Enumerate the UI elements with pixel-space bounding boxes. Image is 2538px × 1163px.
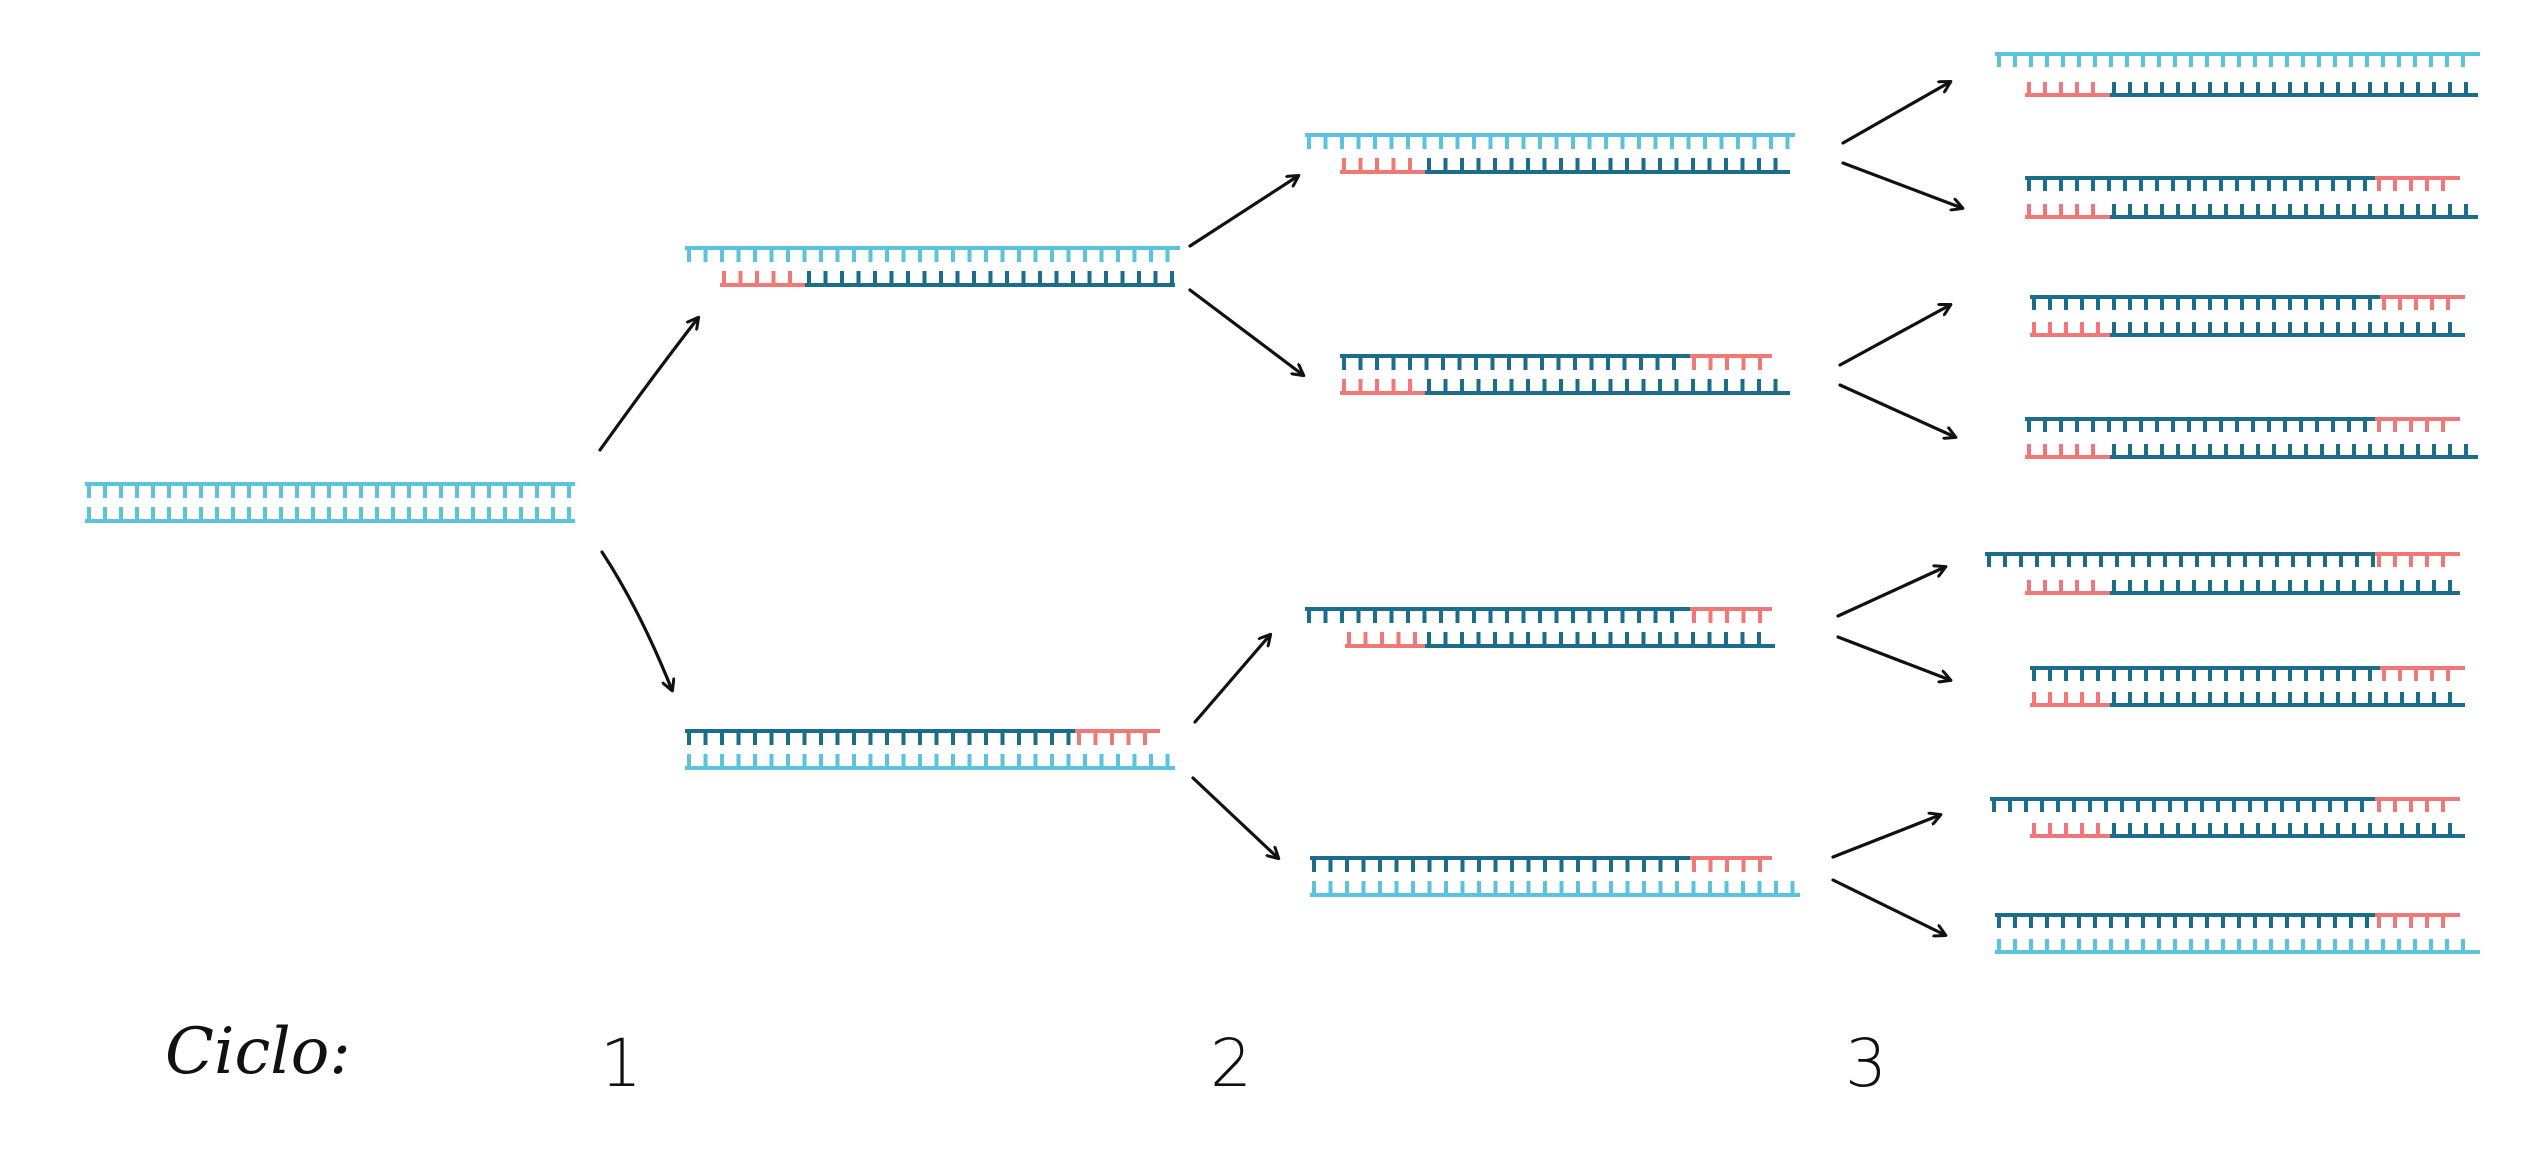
molecule-cycle3-h [1995, 913, 2480, 954]
top-strand [1340, 354, 1772, 370]
molecule-cycle3-e [1985, 552, 2460, 595]
bottom-strand [2025, 444, 2478, 459]
arrow-2d-up [1831, 815, 1940, 859]
bottom-strand [685, 754, 1175, 770]
molecule-cycle1-b [685, 729, 1175, 770]
bottom-strand [1345, 632, 1775, 648]
dna-molecules [85, 52, 2480, 954]
arrow-1a-down [1188, 288, 1303, 375]
arrow-2b-up [1838, 305, 1950, 367]
top-strand [1995, 913, 2460, 928]
arrow-2c-up [1836, 567, 1945, 618]
arrow-2a-down [1841, 161, 1962, 208]
top-strand [2030, 295, 2465, 310]
bottom-strand [1310, 881, 1800, 897]
top-strand [2025, 176, 2460, 191]
amplification-arrows [598, 82, 1962, 935]
molecule-cycle3-g [1990, 797, 2465, 838]
arrow-0-down [600, 550, 672, 690]
arrow-1b-up [1193, 635, 1270, 724]
bottom-strand [85, 507, 575, 523]
molecule-cycle2-a [1305, 133, 1795, 174]
bottom-strand [2030, 692, 2465, 707]
top-strand [85, 482, 575, 498]
top-strand [1310, 856, 1772, 872]
top-strand [1995, 52, 2480, 67]
molecule-cycle3-d [2025, 417, 2478, 459]
molecule-cycle2-b [1340, 354, 1790, 395]
molecule-cycle2-c [1305, 607, 1775, 648]
arrow-2c-down [1836, 635, 1950, 680]
arrow-2b-down [1838, 383, 1955, 437]
top-strand [2025, 417, 2460, 432]
molecule-cycle1-a [685, 246, 1180, 287]
top-strand [685, 246, 1180, 262]
arrow-0-up [598, 318, 698, 452]
top-strand [1305, 133, 1795, 149]
top-strand [685, 729, 1160, 745]
molecule-original [85, 482, 575, 523]
molecule-cycle3-c [2030, 295, 2465, 337]
cycle-label: Ciclo: [165, 1015, 351, 1089]
molecule-cycle3-a [1995, 52, 2480, 97]
bottom-strand [2030, 322, 2465, 337]
cycle-number-3: 3 [1845, 1025, 1887, 1102]
molecule-cycle2-d [1310, 856, 1800, 897]
arrow-1a-up [1188, 176, 1298, 248]
top-strand [2030, 666, 2465, 681]
cycle-number-1: 1 [600, 1025, 642, 1102]
top-strand [1985, 552, 2460, 567]
arrow-2a-up [1841, 82, 1950, 145]
top-strand [1990, 797, 2460, 812]
arrow-1b-down [1191, 776, 1278, 858]
arrow-2d-down [1831, 878, 1945, 935]
bottom-strand [2030, 823, 2465, 838]
molecule-cycle3-f [2030, 666, 2465, 707]
top-strand [1305, 607, 1772, 623]
molecule-cycle3-b [2025, 176, 2478, 219]
bottom-strand [1995, 939, 2480, 954]
cycle-number-2: 2 [1210, 1025, 1252, 1102]
bottom-strand [1340, 158, 1790, 174]
bottom-strand [2025, 580, 2460, 595]
bottom-strand [720, 271, 1175, 287]
bottom-strand [1340, 379, 1790, 395]
bottom-strand [2025, 204, 2478, 219]
bottom-strand [2025, 82, 2478, 97]
